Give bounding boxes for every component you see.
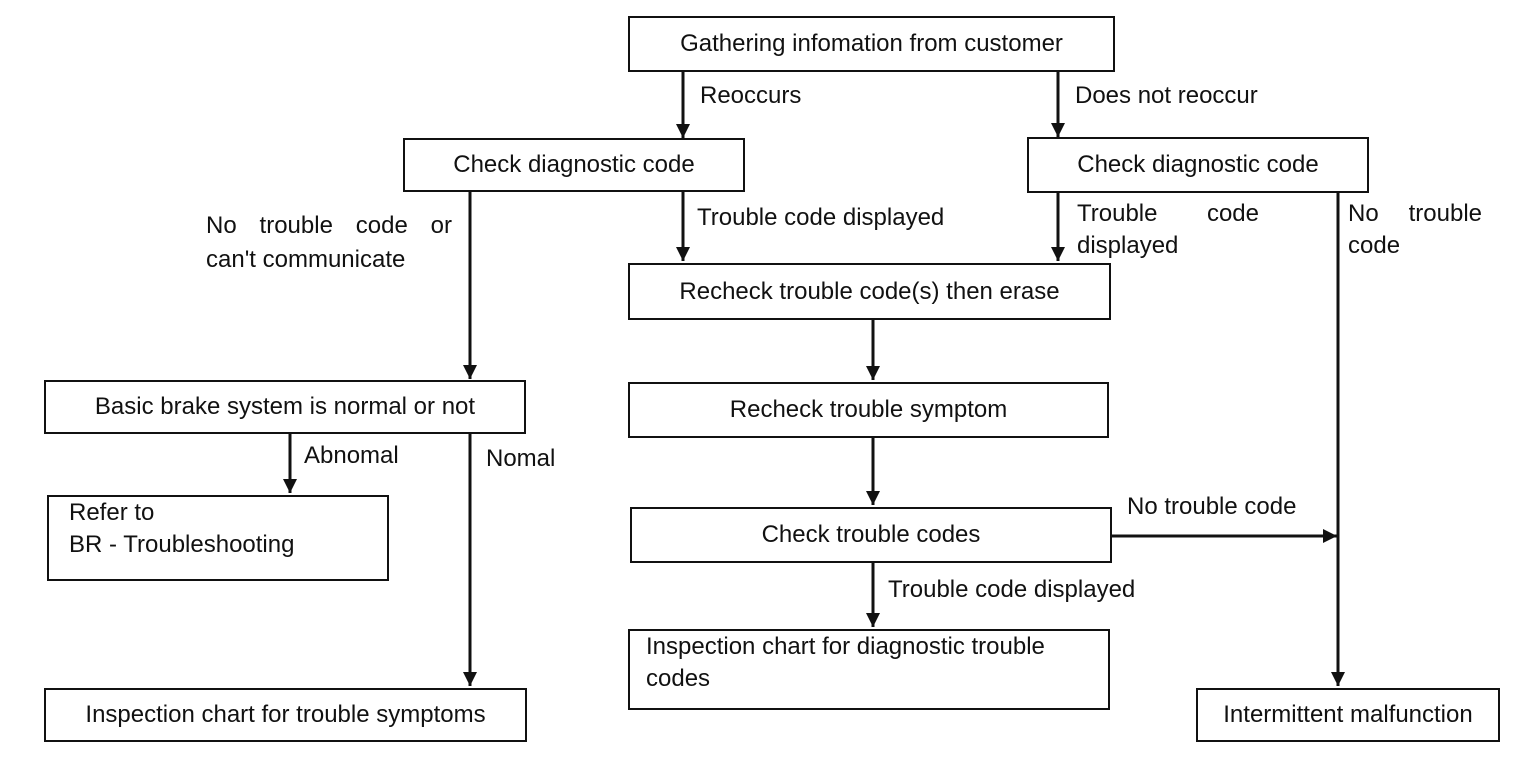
- label-no-code-line-1: No trouble code or: [206, 212, 452, 239]
- label-reoccurs: Reoccurs: [700, 82, 802, 109]
- node-refer-br-troubleshooting: Refer to BR - Troubleshooting: [47, 495, 389, 581]
- inspect-codes-line-2: codes: [646, 665, 711, 692]
- label-code-right-line-2: displayed: [1077, 232, 1179, 259]
- label-trouble-code-displayed-right: Trouble code displayed: [1077, 198, 1259, 262]
- node-recheck-erase: Recheck trouble code(s) then erase: [628, 263, 1111, 320]
- label-does-not-reoccur: Does not reoccur: [1075, 82, 1258, 109]
- label-no-code-right-line-1: No trouble: [1348, 200, 1482, 227]
- label-no-code-line-2: can't communicate: [206, 246, 406, 273]
- node-intermittent-malfunction: Intermittent malfunction: [1196, 688, 1500, 742]
- refer-line-2: BR - Troubleshooting: [69, 531, 295, 558]
- node-gathering-info: Gathering infomation from customer: [628, 16, 1115, 72]
- node-inspection-chart-symptoms: Inspection chart for trouble symptoms: [44, 688, 527, 742]
- node-check-diagnostic-right: Check diagnostic code: [1027, 137, 1369, 193]
- node-recheck-symptom: Recheck trouble symptom: [628, 382, 1109, 438]
- node-check-diagnostic-left: Check diagnostic code: [403, 138, 745, 192]
- node-check-trouble-codes: Check trouble codes: [630, 507, 1112, 563]
- refer-line-1: Refer to: [69, 499, 155, 526]
- label-normal: Nomal: [486, 445, 556, 472]
- label-no-trouble-code-right: No trouble code: [1348, 198, 1482, 262]
- label-no-code-cant-communicate: No trouble code or can't communicate: [206, 209, 452, 277]
- inspect-codes-line-1: Inspection chart for diagnostic trouble: [646, 633, 1045, 660]
- label-code-right-line-1: Trouble code: [1077, 200, 1259, 227]
- label-abnormal: Abnomal: [304, 442, 399, 469]
- label-trouble-code-displayed-bottom: Trouble code displayed: [888, 576, 1136, 603]
- label-no-code-right-line-2: code: [1348, 232, 1401, 259]
- label-no-trouble-code-bottom: No trouble code: [1127, 493, 1297, 520]
- node-inspection-chart-codes: Inspection chart for diagnostic trouble …: [628, 629, 1110, 710]
- node-basic-brake-system: Basic brake system is normal or not: [44, 380, 526, 434]
- label-trouble-code-displayed-mid: Trouble code displayed: [697, 204, 945, 231]
